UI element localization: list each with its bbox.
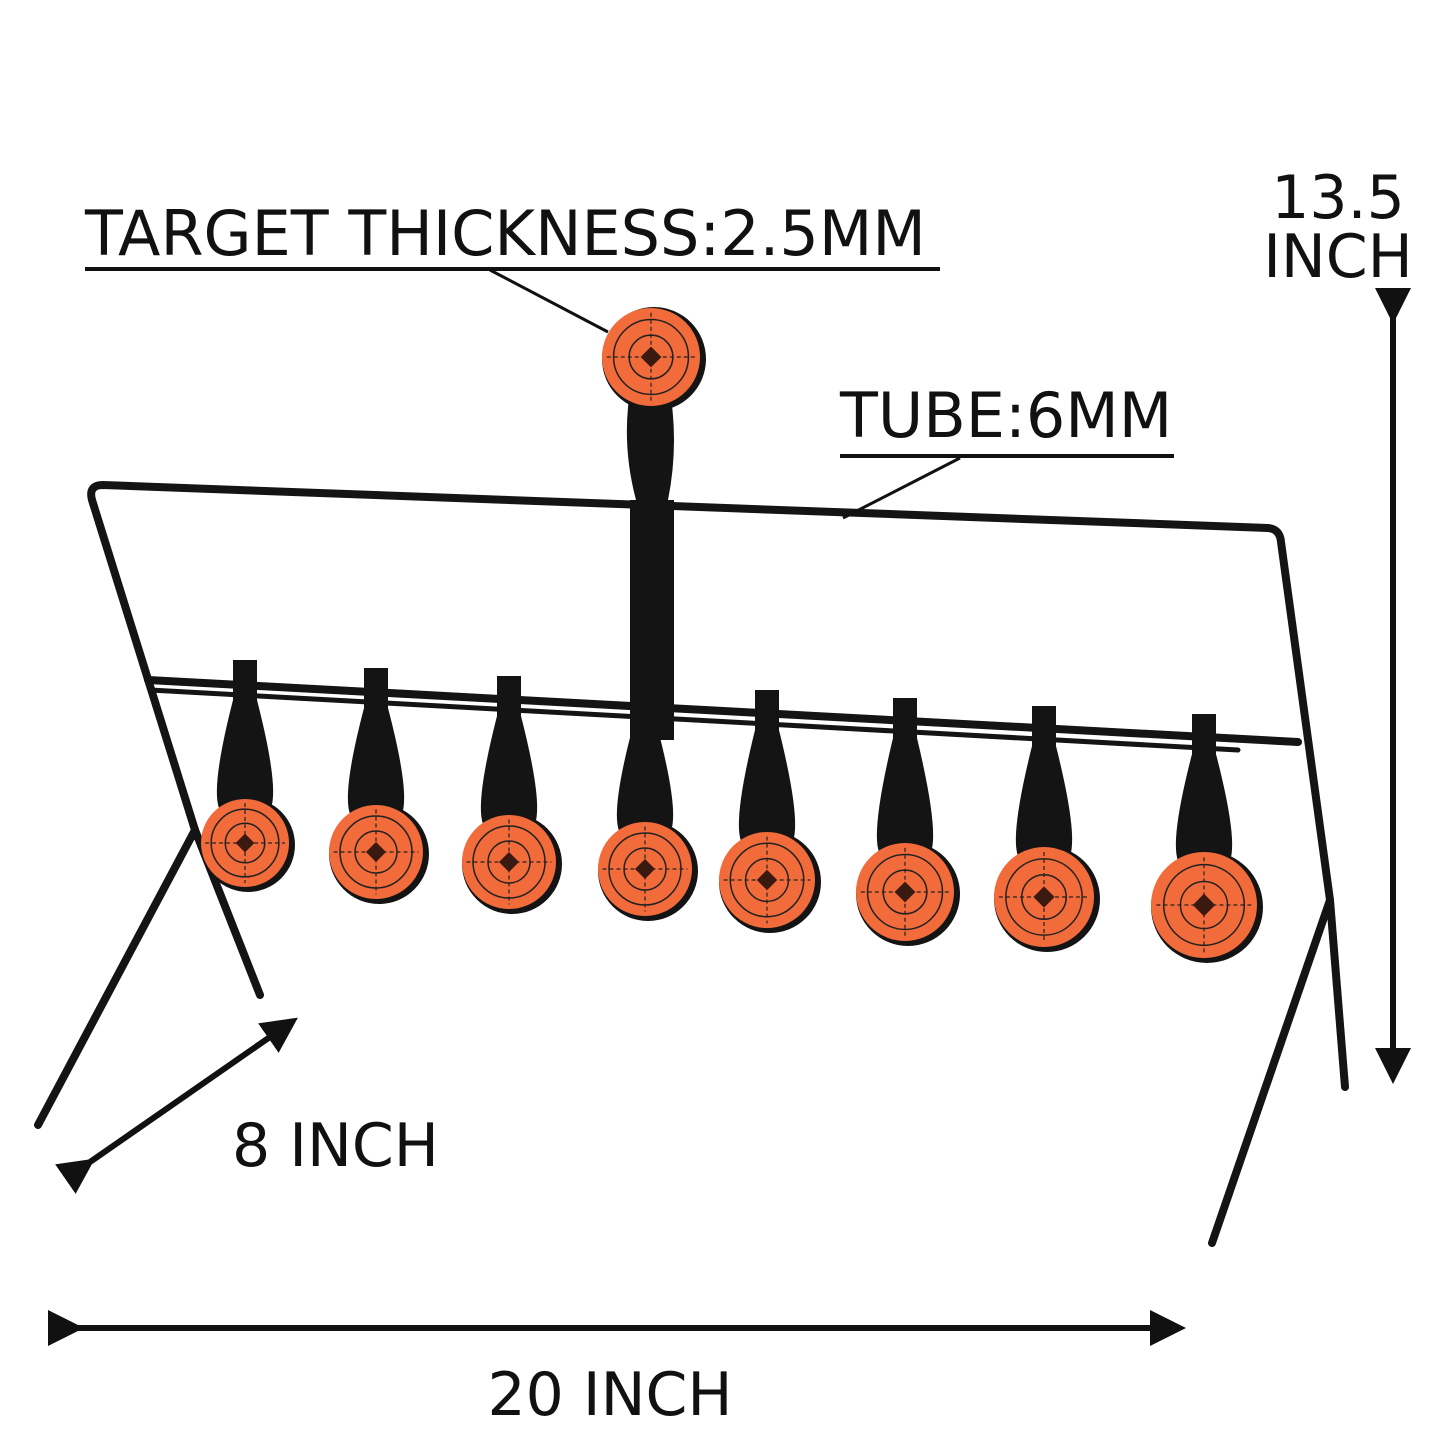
swinging-target [598, 686, 698, 921]
bullseye-diamond [756, 869, 778, 891]
bullseye-diamond [499, 852, 519, 872]
depth-arrow [55, 1017, 298, 1194]
bullseye-diamond [366, 842, 386, 862]
swinging-target [719, 690, 821, 933]
depth-label: 8 INCH [232, 1111, 439, 1181]
bullseye-diamond [635, 859, 655, 879]
paddle-neck [480, 716, 538, 824]
right-front-leg [1208, 896, 1334, 1247]
bullseye-diamond [640, 346, 662, 368]
swinging-target [201, 660, 295, 892]
bullseye-diamond [235, 833, 255, 853]
width-label: 20 INCH [487, 1360, 732, 1430]
target-outer-ring [1005, 858, 1083, 936]
paddle-neck [1175, 754, 1233, 861]
target-outer-ring [612, 318, 690, 396]
bullseye-diamond [1192, 893, 1216, 917]
swinging-target [329, 668, 429, 904]
paddle-neck [876, 738, 934, 852]
target-axle-rear [147, 687, 1241, 753]
tube-label: TUBE:6MM [839, 379, 1172, 452]
paddle-neck [347, 708, 405, 814]
paddle-neck [738, 730, 796, 841]
tube-leader [842, 456, 961, 520]
reset-target [602, 307, 706, 411]
height-unit-label: INCH [1263, 222, 1413, 292]
swinging-target [1151, 714, 1263, 963]
main-frame-tube [87, 480, 1349, 1091]
target-thickness-leader [489, 268, 609, 334]
bullseye-diamond [894, 881, 916, 903]
paddle-neck [1015, 746, 1073, 856]
height-value-label: 13.5 [1271, 163, 1405, 233]
paddle-neck [616, 726, 674, 831]
target-axle-front [144, 676, 1302, 746]
paddle-neck [216, 700, 274, 808]
target-thickness-label: TARGET THICKNESS:2.5MM [84, 197, 926, 270]
stand-frame [34, 480, 1349, 1247]
left-front-leg [34, 826, 199, 1129]
swinging-target [462, 676, 562, 914]
bullseye-diamond [1033, 886, 1055, 908]
swinging-target [994, 706, 1100, 952]
target-outer-ring [866, 853, 944, 931]
swinging-target [856, 698, 960, 946]
